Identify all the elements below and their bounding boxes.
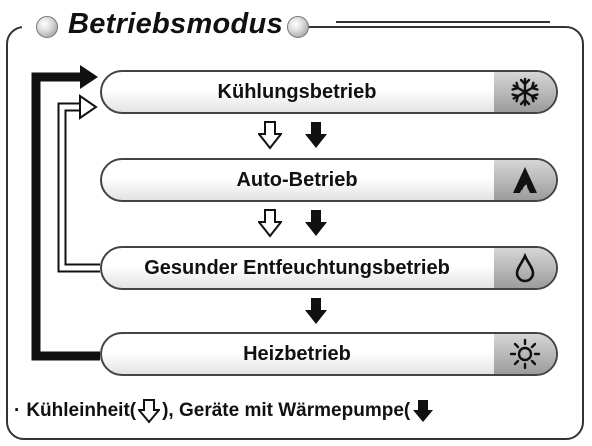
filled-down-arrow-icon [413, 400, 434, 422]
water-drop-icon [494, 248, 556, 288]
mode-auto: Auto-Betrieb [100, 158, 558, 202]
filled-down-arrow-icon [305, 210, 327, 236]
snowflake-icon [494, 72, 556, 112]
title-rule [336, 21, 550, 23]
filled-down-arrow-icon [305, 298, 327, 324]
panel-header: Betriebsmodus [22, 4, 309, 44]
outline-down-arrow-icon [258, 209, 282, 238]
mode-label: Kühlungsbetrieb [217, 80, 377, 103]
sun-icon [494, 334, 556, 374]
mode-dehumidify: Gesunder Entfeuchtungsbetrieb [100, 246, 558, 290]
legend: · Kühleinheit( ), Geräte mit Wärmepumpe( [14, 398, 436, 424]
outline-down-arrow-icon [138, 399, 161, 424]
mode-cycle-arrows [31, 65, 100, 361]
filled-down-arrow-icon [305, 122, 327, 148]
title-bullet-left [36, 16, 58, 38]
cooling-cycle-arrow [57, 94, 100, 273]
transition-arrows-1 [258, 120, 348, 154]
legend-heatpump-label: ), Geräte mit Wärmepumpe( [162, 400, 411, 421]
mode-label: Auto-Betrieb [236, 168, 358, 191]
panel-title: Betriebsmodus [68, 7, 283, 40]
outline-down-arrow-icon [258, 121, 282, 150]
mode-label: Heizbetrieb [243, 342, 351, 365]
title-bullet-right [287, 16, 309, 38]
legend-bullet: · [14, 400, 21, 421]
mode-label: Gesunder Entfeuchtungsbetrieb [144, 256, 450, 279]
legend-cooling-label: Kühleinheit( [26, 400, 137, 421]
mode-cooling: Kühlungsbetrieb [100, 70, 558, 114]
transition-arrows-2 [258, 208, 348, 242]
auto-mode-icon [494, 160, 556, 200]
mode-heating: Heizbetrieb [100, 332, 558, 376]
transition-arrows-3 [258, 296, 348, 330]
heatpump-cycle-arrow [31, 65, 100, 361]
